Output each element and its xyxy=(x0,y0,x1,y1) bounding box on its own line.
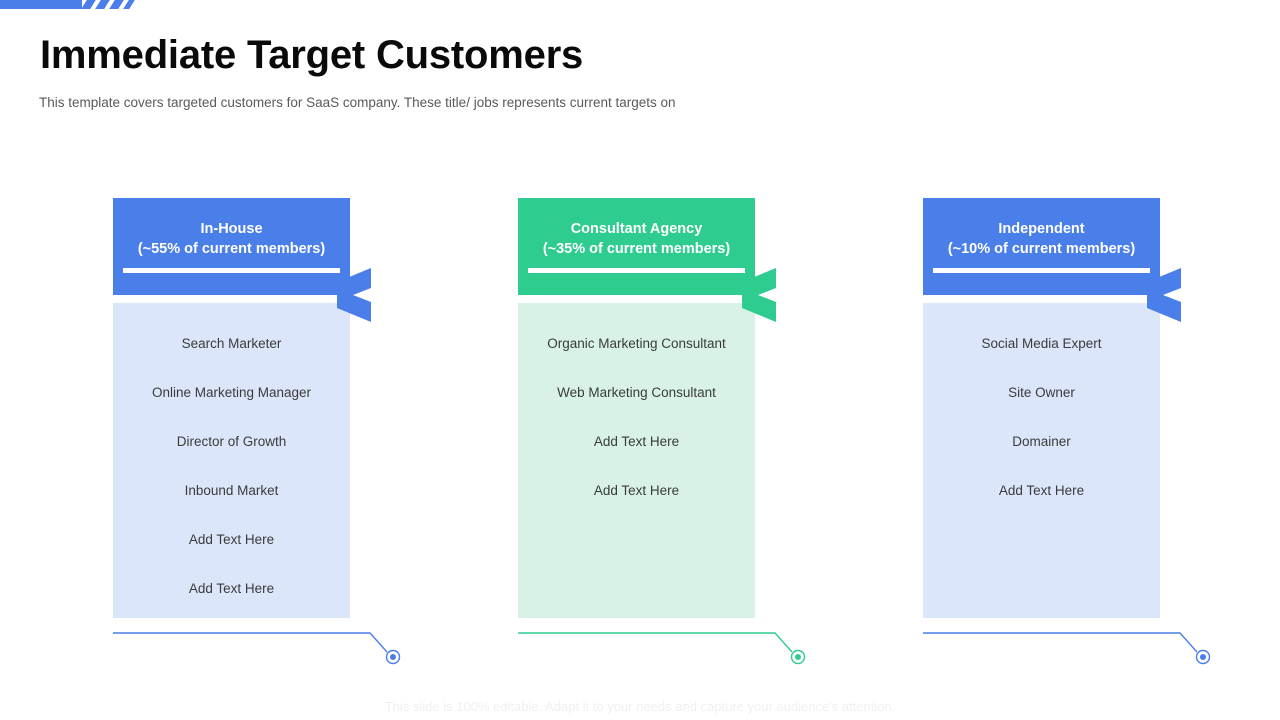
chevron-left-icon xyxy=(742,268,776,322)
chevron-left-icon xyxy=(337,268,371,322)
list-item[interactable]: Social Media Expert xyxy=(981,336,1102,351)
column-in-house[interactable]: In-House (~55% of current members) Search… xyxy=(113,198,371,618)
column-connector-in-house xyxy=(112,625,412,670)
column-header-rule xyxy=(123,268,340,273)
list-item[interactable]: Domainer xyxy=(1012,434,1071,449)
list-item[interactable]: Organic Marketing Consultant xyxy=(547,336,726,351)
column-independent[interactable]: Independent (~10% of current members) Soc… xyxy=(923,198,1181,618)
column-header-consultant-agency[interactable]: Consultant Agency (~35% of current membe… xyxy=(518,198,776,322)
column-header-rule xyxy=(528,268,745,273)
column-header-independent[interactable]: Independent (~10% of current members) xyxy=(923,198,1181,322)
column-header-in-house[interactable]: In-House (~55% of current members) xyxy=(113,198,371,322)
column-title: Consultant Agency (~35% of current membe… xyxy=(542,221,731,257)
list-item[interactable]: Add Text Here xyxy=(998,483,1085,498)
column-connector-consultant-agency xyxy=(517,625,817,670)
page-subtitle: This template covers targeted customers … xyxy=(39,95,676,110)
list-item[interactable]: Site Owner xyxy=(1008,385,1075,400)
column-connector-independent xyxy=(922,625,1222,670)
column-header-rule xyxy=(933,268,1150,273)
column-title: Independent (~10% of current members) xyxy=(947,221,1136,257)
page-title: Immediate Target Customers xyxy=(40,33,584,77)
chevron-left-icon xyxy=(1147,268,1181,322)
list-item[interactable]: Inbound Market xyxy=(184,483,279,498)
list-item[interactable]: Online Marketing Manager xyxy=(151,385,312,400)
column-title: In-House (~55% of current members) xyxy=(137,221,326,257)
list-item[interactable]: Search Marketer xyxy=(181,336,282,351)
list-item[interactable]: Add Text Here xyxy=(593,483,680,498)
footer-note: This slide is 100% editable. Adapt it to… xyxy=(384,699,896,714)
list-item[interactable]: Add Text Here xyxy=(593,434,680,449)
list-item[interactable]: Add Text Here xyxy=(188,532,275,547)
stripe-bar-solid xyxy=(0,0,82,9)
decorative-stripe-bar xyxy=(0,0,135,9)
list-item[interactable]: Web Marketing Consultant xyxy=(557,385,716,400)
list-item[interactable]: Director of Growth xyxy=(176,434,287,449)
list-item[interactable]: Add Text Here xyxy=(188,581,275,596)
column-consultant-agency[interactable]: Consultant Agency (~35% of current membe… xyxy=(518,198,776,618)
